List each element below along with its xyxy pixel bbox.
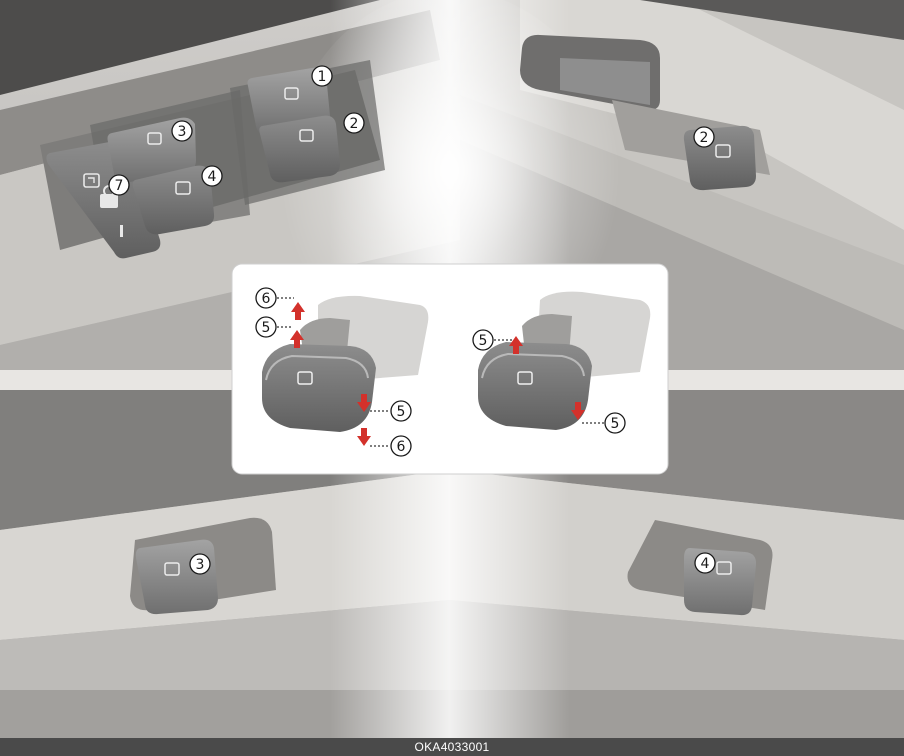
callout-4-driver-panel: 4 bbox=[202, 166, 222, 186]
callout-4-rear-right-door: 4 bbox=[695, 553, 715, 573]
diagram-canvas: 1 2 3 4 7 2 3 4 bbox=[0, 0, 904, 738]
svg-text:5: 5 bbox=[397, 404, 406, 420]
callout-6-down: 6 bbox=[391, 436, 411, 456]
callout-5-manual-down: 5 bbox=[605, 413, 625, 433]
svg-text:4: 4 bbox=[208, 169, 217, 185]
svg-text:7: 7 bbox=[115, 178, 124, 194]
svg-text:1: 1 bbox=[318, 69, 327, 85]
callout-2-passenger-door: 2 bbox=[694, 127, 714, 147]
svg-text:5: 5 bbox=[479, 333, 488, 349]
figure-code: OKA4033001 bbox=[0, 738, 904, 756]
callout-6-up: 6 bbox=[256, 288, 276, 308]
svg-text:6: 6 bbox=[397, 439, 406, 455]
callout-3-rear-left-door: 3 bbox=[190, 554, 210, 574]
svg-text:3: 3 bbox=[178, 124, 187, 140]
callout-5-up: 5 bbox=[256, 317, 276, 337]
callout-7: 7 bbox=[109, 175, 129, 195]
callout-1: 1 bbox=[312, 66, 332, 86]
callout-5-manual-up: 5 bbox=[473, 330, 493, 350]
svg-text:3: 3 bbox=[196, 557, 205, 573]
svg-text:5: 5 bbox=[262, 320, 271, 336]
lock-indicator bbox=[120, 225, 123, 237]
passenger-window-switch[interactable] bbox=[259, 116, 340, 183]
svg-text:2: 2 bbox=[700, 130, 709, 146]
callout-3-driver-panel: 3 bbox=[172, 121, 192, 141]
rear-right-door-window-switch[interactable] bbox=[684, 548, 756, 615]
switch-operation-inset: 6 5 5 6 5 5 bbox=[232, 264, 668, 474]
svg-text:5: 5 bbox=[611, 416, 620, 432]
callout-2-driver-panel: 2 bbox=[344, 113, 364, 133]
svg-text:4: 4 bbox=[701, 556, 710, 572]
svg-text:6: 6 bbox=[262, 291, 271, 307]
svg-text:2: 2 bbox=[350, 116, 359, 132]
rear-left-door-window-switch[interactable] bbox=[136, 540, 218, 614]
callout-5-down: 5 bbox=[391, 401, 411, 421]
